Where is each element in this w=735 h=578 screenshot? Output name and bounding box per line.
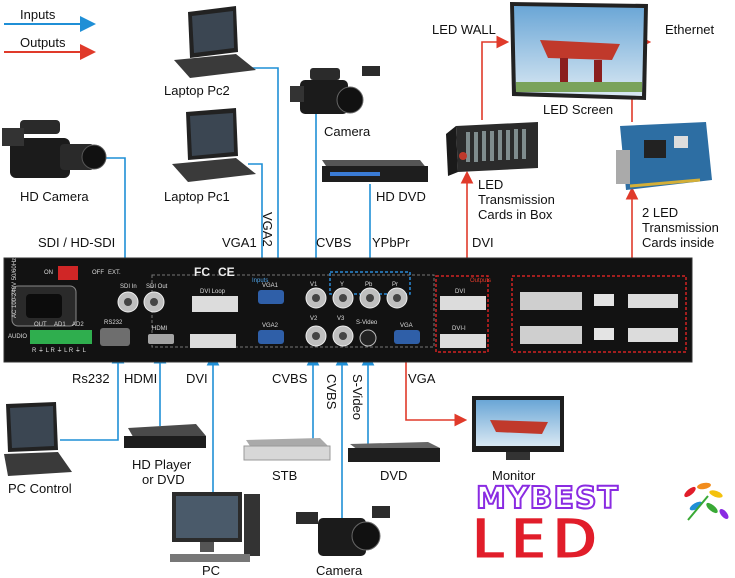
hdmi-port-label: HDMI: [124, 371, 158, 386]
dvi-out-port-label: DVI: [472, 235, 494, 250]
logo-best-text: BEST: [529, 481, 620, 516]
camera-top-icon: [290, 66, 380, 114]
cvbs-port-label: CVBS: [316, 235, 352, 250]
camera-bottom-icon: [296, 506, 390, 556]
panel-off-label: OFF: [92, 270, 104, 276]
audio-terminal: [30, 330, 92, 344]
pc-label: PC: [202, 563, 221, 578]
line-pc-control: [60, 350, 125, 441]
hd-dvd-label: HD DVD: [376, 189, 426, 204]
panel-vga-label: VGA: [400, 323, 413, 329]
stb-icon: [243, 438, 331, 461]
legend-outputs-label: Outputs: [20, 35, 66, 50]
led-box-label-1: LED: [478, 177, 504, 192]
line-laptop-pc1: [248, 163, 269, 286]
panel-dvi-label: DVI: [455, 289, 466, 295]
panel-out-label: OUT: [34, 322, 47, 328]
cvbs-vertical-label: CVBS: [324, 374, 339, 410]
panel-vga2-label: VGA2: [262, 323, 279, 329]
line-laptop-pc2: [248, 67, 285, 339]
rs232-port-label: Rs232: [72, 371, 110, 386]
pc-control-label: PC Control: [8, 481, 72, 496]
stb-label: STB: [272, 468, 298, 483]
led-box-label-2: Transmission: [478, 192, 555, 207]
logo-led-text: LED: [469, 505, 601, 573]
hd-player-label-2: or DVD: [142, 472, 185, 487]
outputs-dvi-outline: [435, 275, 489, 353]
panel-sdi-in-label: SDI In: [120, 284, 137, 290]
panel-pb-label: Pb: [365, 282, 373, 288]
power-switch: [58, 266, 78, 280]
panel-sdi-out-label: SDI Out: [146, 284, 168, 290]
led-box-label-3: Cards in Box: [478, 207, 553, 222]
cards-label-3: Cards inside: [642, 235, 715, 250]
panel-inputs-tag: Inputs: [252, 278, 269, 284]
led-screen-icon: [510, 2, 648, 100]
panel-outputs-tag: Outputs: [470, 278, 492, 284]
panel-ad1-label: AD1: [54, 322, 66, 328]
pc-control-laptop-icon: [4, 402, 72, 476]
panel-rl-row: R ⏚ L R ⏚ L R ⏚ L: [32, 348, 86, 354]
svideo-port-label: S-Video: [350, 374, 365, 421]
cvbs-bottom-port-label: CVBS: [272, 371, 308, 386]
hd-camera-label: HD Camera: [20, 189, 89, 204]
panel-rs232-label: RS232: [104, 320, 123, 326]
dvd-icon: [348, 442, 440, 462]
panel-hdmi-label: HDMI: [152, 326, 168, 332]
hd-camera-icon: [2, 120, 107, 178]
dvd-label: DVD: [380, 468, 408, 483]
led-box-icon: [446, 122, 538, 176]
panel-dvi-loop-label: DVI Loop: [200, 289, 226, 295]
panel-vga1-label: VGA1: [262, 283, 279, 289]
vga2-port-label: VGA2: [260, 212, 275, 247]
legend-inputs-label: Inputs: [20, 7, 56, 22]
vga-out-port-label: VGA: [408, 371, 436, 386]
laptop-pc2-icon: [174, 6, 256, 78]
panel-ad2-label: AD2: [72, 322, 84, 328]
laptop-pc2-label: Laptop Pc2: [164, 83, 230, 98]
camera-top-label: Camera: [324, 124, 371, 139]
panel-ext-label: EXT.: [108, 270, 121, 276]
panel-audio-label: AUDIO: [8, 334, 28, 340]
logo-leaves-icon: [684, 482, 729, 521]
laptop-pc1-icon: [172, 108, 256, 182]
sdi-port-label: SDI / HD-SDI: [38, 235, 116, 250]
panel-v2-label: V2: [310, 316, 318, 322]
hd-player-label-1: HD Player: [132, 457, 192, 472]
ypbpr-port-label: YPbPr: [372, 235, 410, 250]
ethernet-label: Ethernet: [665, 22, 715, 37]
hd-dvd-icon: [322, 160, 428, 182]
line-vga-to-monitor: [405, 352, 468, 427]
ce-mark: CE: [218, 265, 235, 279]
panel-pr-label: Pr: [392, 282, 398, 288]
dvi-in-port-label: DVI: [186, 371, 208, 386]
panel-power-spec: AC 100-240V 50/60Hz: [12, 257, 18, 318]
cards-label-1: 2 LED: [642, 205, 679, 220]
hd-player-icon: [124, 424, 206, 448]
transmission-cards-icon: [616, 122, 712, 190]
panel-dvi-i-label: DVI-I: [452, 326, 466, 332]
led-wall-label: LED WALL: [432, 22, 496, 37]
camera-bottom-label: Camera: [316, 563, 363, 578]
panel-v3-label: V3: [337, 316, 345, 322]
vga1-port-label: VGA1: [222, 235, 257, 250]
cards-label-2: Transmission: [642, 220, 719, 235]
panel-svideo-label: S-Video: [356, 320, 378, 326]
fc-mark: FC: [194, 265, 210, 279]
panel-on-label: ON: [44, 270, 53, 276]
panel-y-label: Y: [340, 282, 345, 288]
monitor-icon: [472, 396, 564, 460]
led-screen-label: LED Screen: [543, 102, 614, 117]
panel-v1-label: V1: [310, 282, 318, 288]
processor-back-panel: [3, 257, 693, 363]
laptop-pc1-label: Laptop Pc1: [164, 189, 230, 204]
monitor-label: Monitor: [492, 468, 536, 483]
cards-outline: [511, 275, 687, 353]
line-box-to-wall: [481, 35, 510, 120]
logo-my-text: MYBEST: [475, 481, 620, 516]
pc-icon: [170, 492, 260, 562]
